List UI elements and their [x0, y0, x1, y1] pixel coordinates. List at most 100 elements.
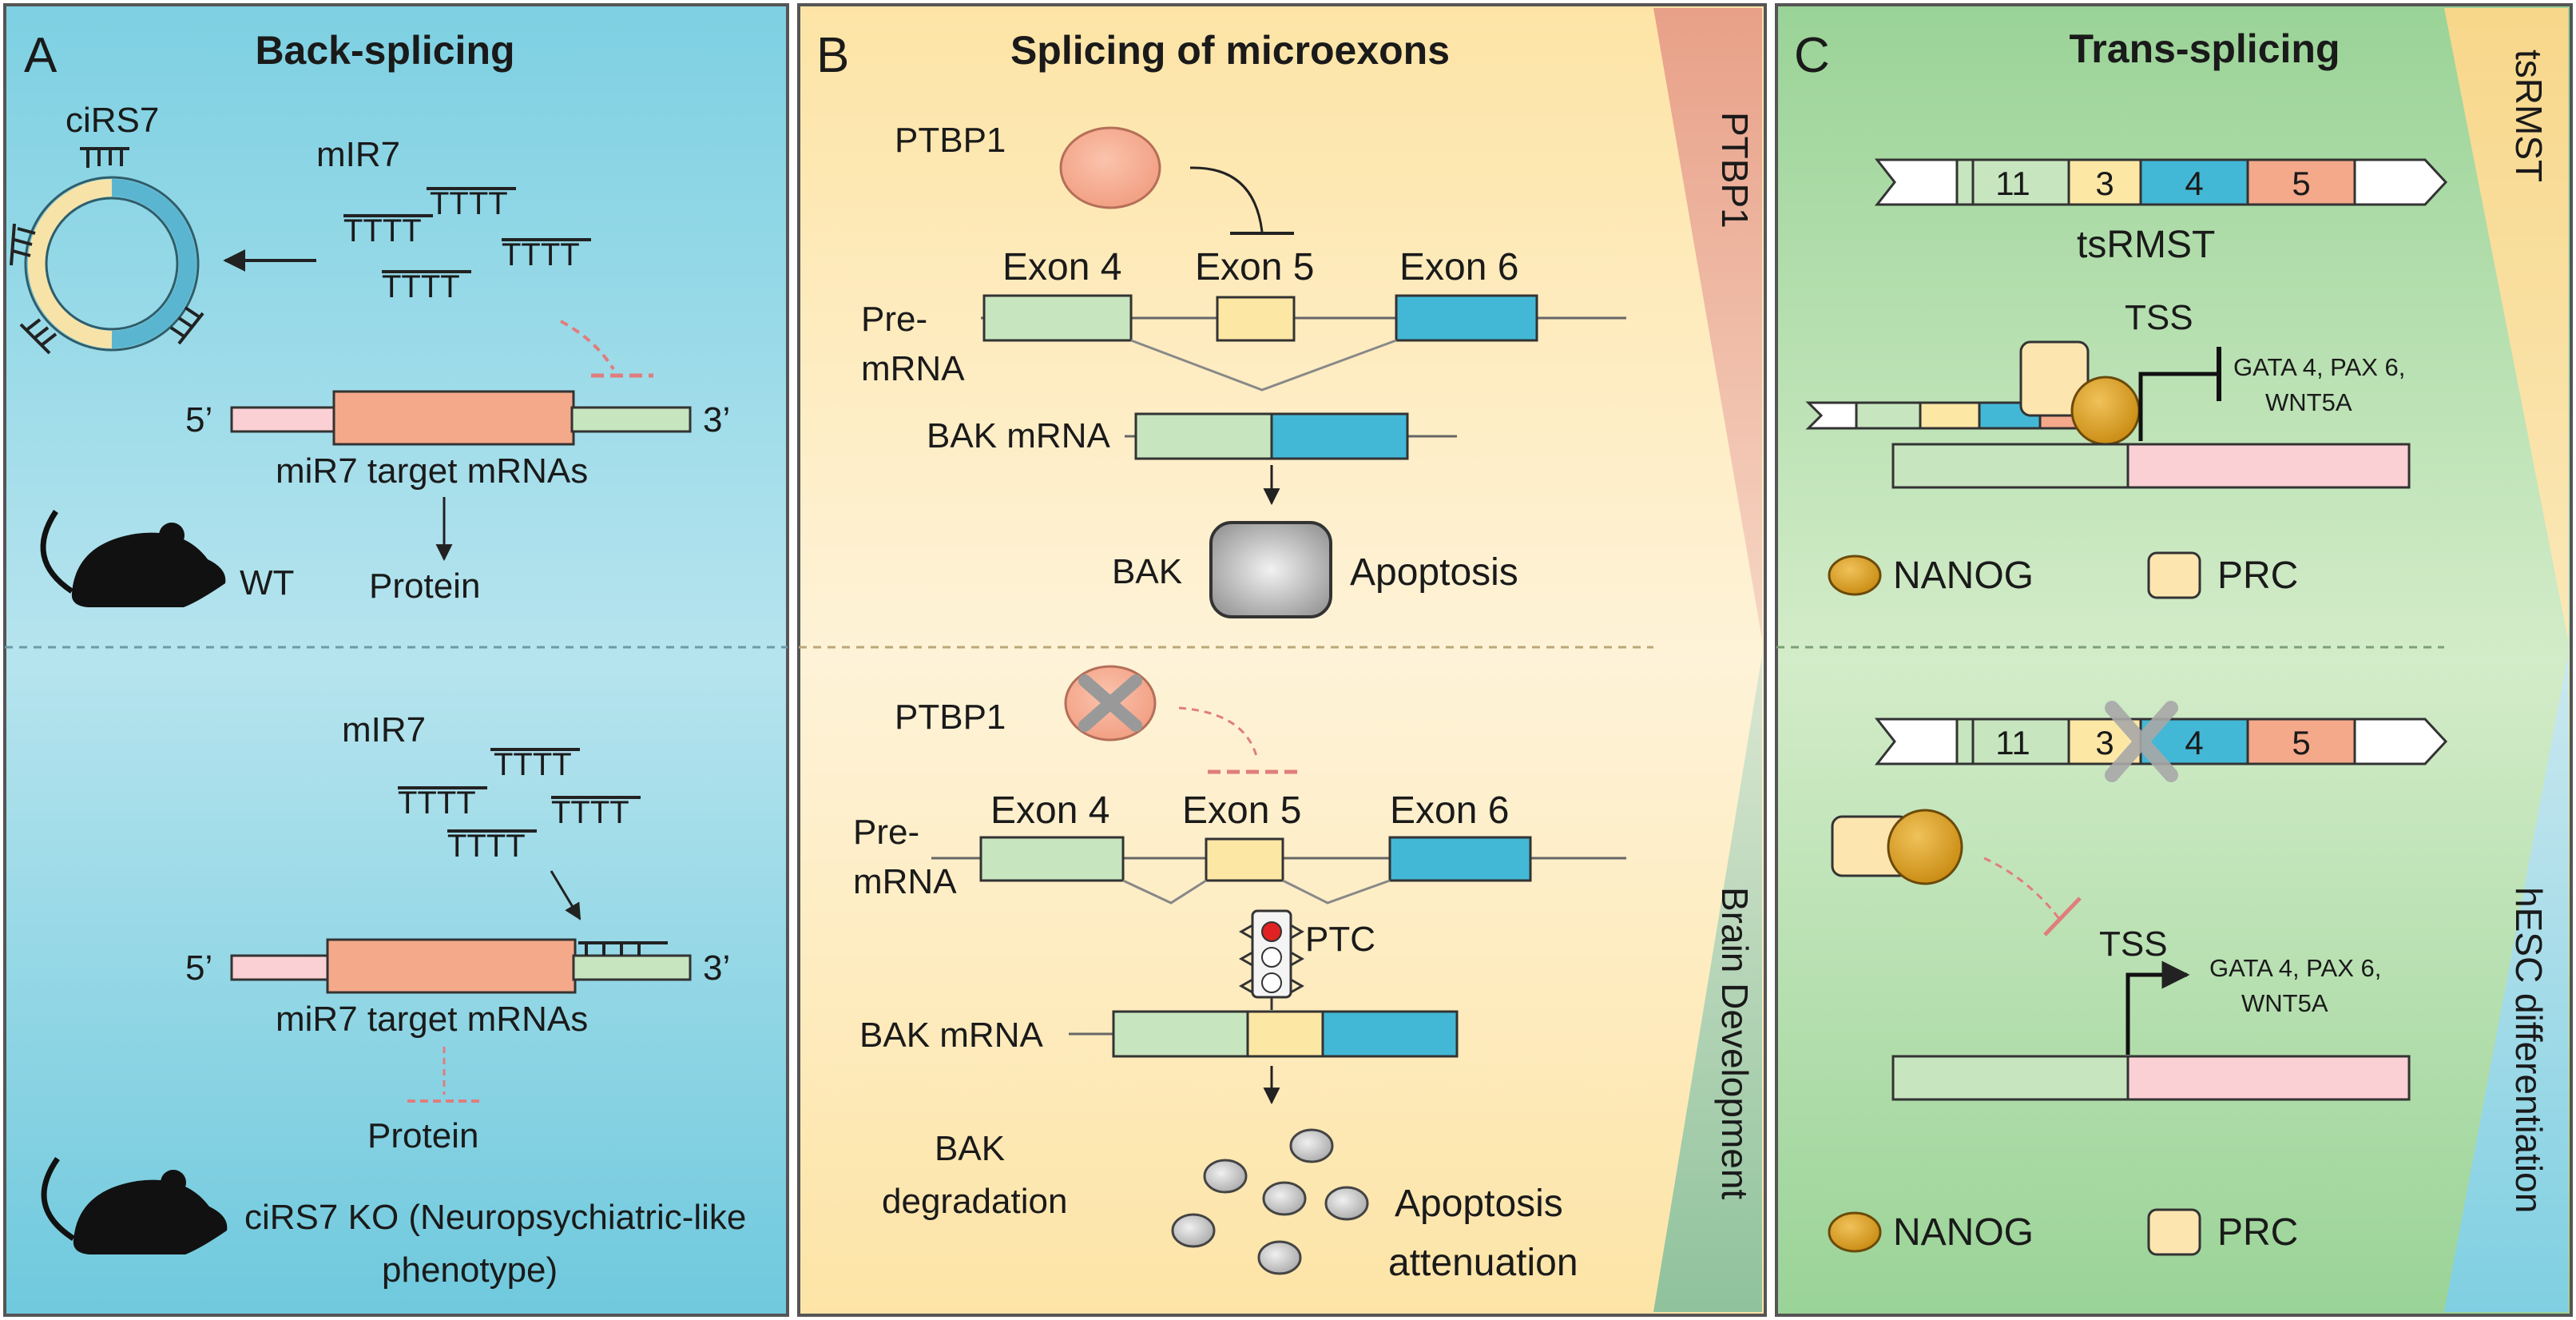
- tss-repressed: [2138, 372, 2219, 441]
- five-prime-top: 5’: [185, 400, 212, 439]
- target-mrna-top: [230, 390, 692, 446]
- nanog-legend-icon-top: [1828, 555, 1882, 596]
- target-mrna-bottom: [230, 938, 692, 994]
- bak-label-top: BAK: [1112, 552, 1182, 591]
- exon5-label-top: Exon 5: [1195, 246, 1314, 288]
- ptbp1-gradient-wedge: [1653, 8, 1762, 639]
- bak-degradation-label-2: degradation: [882, 1182, 1067, 1221]
- exon6-label-top: Exon 6: [1399, 246, 1518, 288]
- svg-text:TTTT: TTTT: [502, 237, 580, 272]
- ptc-label: PTC: [1305, 920, 1375, 959]
- svg-text:TTTT: TTTT: [494, 747, 572, 782]
- tss-active-arrow: [2125, 960, 2190, 1055]
- target-genes-top-2: WNT5A: [2265, 388, 2352, 416]
- exon4-bottom: [979, 836, 1125, 882]
- exon5-top: [1216, 296, 1296, 342]
- nanog-legend-icon-bottom: [1828, 1211, 1882, 1253]
- exon4-label-top: Exon 4: [1002, 246, 1121, 288]
- segment-3-bottom: 3: [2095, 724, 2114, 761]
- pre-mrna-label-top-1: Pre-: [861, 300, 927, 339]
- gene-pink-top: [2126, 443, 2411, 489]
- segment-5-top: 5: [2292, 165, 2310, 202]
- ko-label-line2: phenotype): [382, 1250, 558, 1290]
- ptbp1-knockdown: [1064, 665, 1157, 742]
- segment-5-bottom: 5: [2292, 724, 2310, 761]
- nanog-complex-bottom: [1887, 809, 1963, 885]
- tsrmst-side-label: tsRMST: [2508, 50, 2550, 182]
- ptbp1-label-bottom: PTBP1: [895, 698, 1006, 737]
- target-genes-bottom-2: WNT5A: [2241, 989, 2328, 1017]
- tsrmst-transcript-top: [1874, 158, 2448, 206]
- panel-a-background: [3, 3, 789, 1317]
- mir7-label-bottom: mIR7: [342, 710, 426, 749]
- wt-label: WT: [240, 563, 294, 602]
- cirs7-label: ciRS7: [65, 101, 159, 140]
- apoptosis-attenuation-label-2: attenuation: [1388, 1242, 1578, 1284]
- panel-b-background: [797, 3, 1767, 1317]
- mirna-molecules-bottom: TTTT TTTT TTTT TTTT: [398, 747, 641, 864]
- segment-4-top: 4: [2185, 165, 2203, 202]
- three-prime-top: 3’: [703, 400, 730, 439]
- segment-11-bottom: 11: [1995, 724, 2030, 761]
- panel-b: PTBP1 Brain Development B Splicing of mi…: [797, 3, 1767, 1317]
- tss-label-bottom: TSS: [2099, 924, 2168, 964]
- bak-mrna-label-top: BAK mRNA: [927, 416, 1110, 455]
- segment-3-top: 3: [2095, 165, 2114, 202]
- protein-label-top: Protein: [369, 567, 480, 606]
- gene-green-top: [1891, 443, 2129, 489]
- exon4-top: [982, 294, 1133, 342]
- panel-b-title: Splicing of microexons: [1010, 28, 1450, 73]
- tsrmst-gradient-wedge: [2444, 8, 2568, 639]
- panel-c-title: Trans-splicing: [2070, 26, 2340, 71]
- bak-protein: [1209, 521, 1332, 618]
- ptbp1-protein-top: [1059, 126, 1161, 209]
- bak-mrna-blue-bottom: [1321, 1010, 1459, 1058]
- protein-label-bottom: Protein: [367, 1116, 478, 1155]
- bak-mrna-yellow-bottom: [1246, 1010, 1324, 1058]
- ptbp1-side-label: PTBP1: [1714, 112, 1756, 229]
- five-prime-bottom: 5’: [185, 948, 212, 988]
- panel-c: tsRMST hESC differentiation C Trans-spli…: [1775, 3, 2573, 1317]
- svg-text:TTTT: TTTT: [398, 785, 476, 821]
- bak-mrna-blue-top: [1270, 412, 1409, 460]
- ptbp1-inhibition: [1189, 166, 1264, 233]
- small-transcript-top: [1805, 401, 2098, 430]
- apoptosis-label: Apoptosis: [1350, 551, 1518, 594]
- brain-development-wedge: [1653, 655, 1762, 1312]
- brain-development-side-label: Brain Development: [1714, 887, 1756, 1199]
- three-prime-bottom: 3’: [703, 948, 730, 988]
- nanog-legend-label-bottom: NANOG: [1893, 1211, 2034, 1254]
- segment-11-top: 11: [1995, 165, 2030, 202]
- traffic-light-icon: [1238, 909, 1305, 1010]
- apoptosis-attenuation-label-1: Apoptosis: [1395, 1183, 1563, 1225]
- exon6-bottom: [1388, 836, 1532, 882]
- svg-text:TTTT: TTTT: [551, 795, 629, 830]
- hesc-differentiation-wedge: [2444, 655, 2568, 1312]
- exon6-top: [1395, 294, 1538, 342]
- nanog-legend-label-top: NANOG: [1893, 555, 2034, 597]
- gene-pink-bottom: [2126, 1055, 2411, 1101]
- mouse-ko-icon: [41, 1156, 228, 1254]
- exon5-label-bottom: Exon 5: [1182, 789, 1301, 832]
- prc-legend-icon-top: [2147, 551, 2201, 599]
- svg-text:TTTT: TTTT: [382, 269, 460, 304]
- hesc-differentiation-side-label: hESC differentiation: [2508, 887, 2550, 1213]
- bak-mrna-green-bottom: [1112, 1010, 1249, 1058]
- panel-a: A Back-splicing ciRS7 mIR7 TTTT TTTT TTT…: [3, 3, 789, 1317]
- panel-b-letter: B: [816, 28, 849, 83]
- prc-legend-label-bottom: PRC: [2217, 1211, 2298, 1254]
- cirs7-circle: [10, 147, 204, 355]
- mirna-molecules-top: TTTT TTTT TTTT TTTT: [343, 186, 591, 304]
- panel-a-letter: A: [24, 28, 58, 83]
- prc-legend-icon-bottom: [2147, 1208, 2201, 1256]
- panel-c-letter: C: [1794, 28, 1830, 83]
- prc-complex-top: [2019, 340, 2090, 417]
- inhibition-dashed-top: [560, 320, 615, 371]
- deletion-cross: [2105, 701, 2178, 782]
- panel-a-title: Back-splicing: [255, 28, 514, 73]
- segment-4-bottom: 4: [2185, 724, 2203, 761]
- nanog-complex-top: [2070, 376, 2141, 446]
- pre-mrna-label-bottom-1: Pre-: [853, 813, 919, 852]
- target-genes-top-1: GATA 4, PAX 6,: [2233, 353, 2405, 381]
